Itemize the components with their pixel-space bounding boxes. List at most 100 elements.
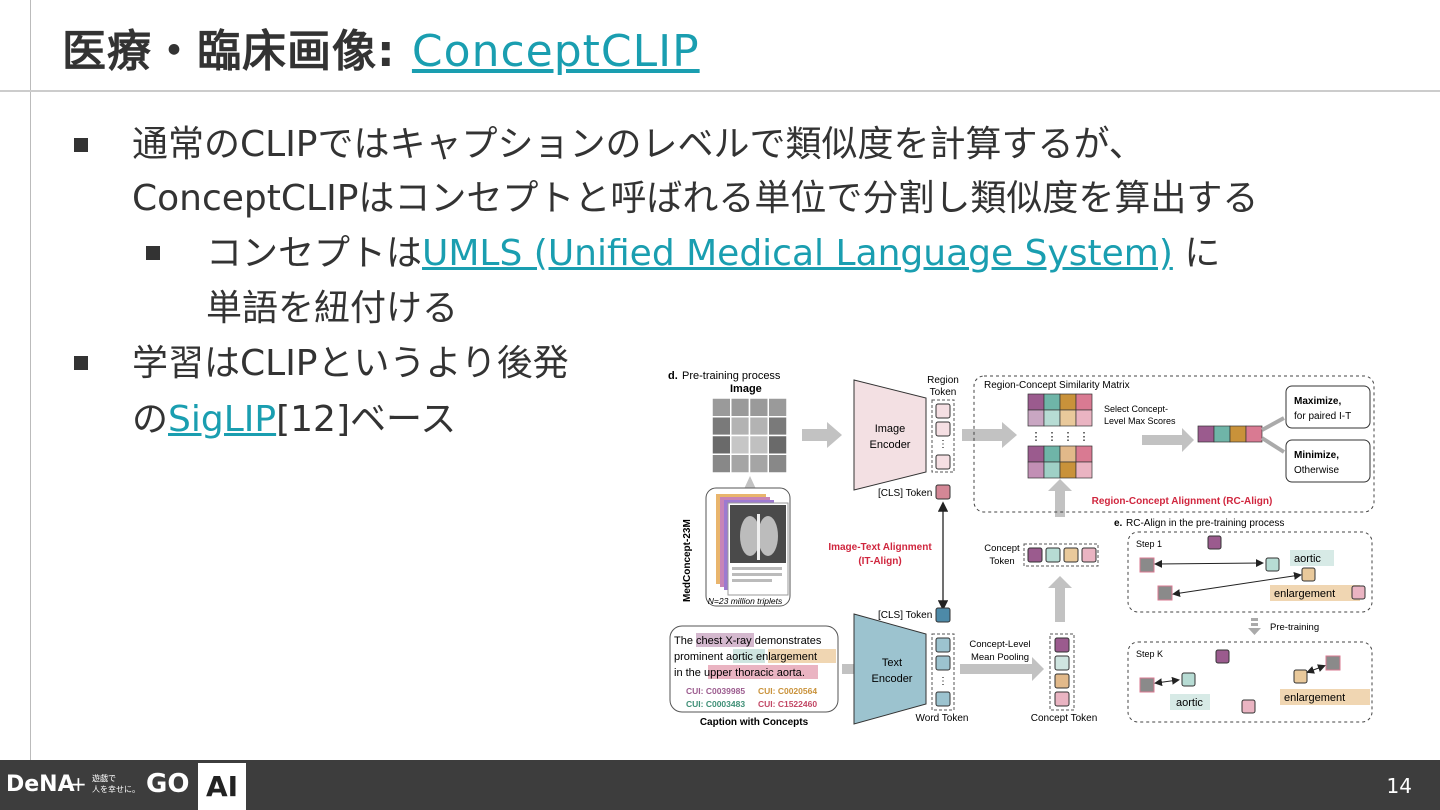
sub-bullet-suffix: に [1172,233,1221,274]
section-d-title: Pre-training process [682,370,781,382]
bullet-marker [74,138,88,152]
image-patch-grid [711,397,788,474]
section-d-label: d. [668,370,678,382]
page-number: 14 [1386,774,1412,798]
region-token [935,454,951,470]
dataset-image-stack [716,494,789,596]
concept-token-bottom-label: Concept Token [1031,713,1098,724]
triplets-label: N=23 million triplets [708,596,783,606]
image-encoder-block [853,379,927,491]
title-link-conceptclip[interactable]: ConceptCLIP [411,26,700,77]
region-point [1157,585,1173,601]
logo-plus: + [70,772,87,796]
section-e-title: RC-Align in the pre-training process [1126,518,1284,529]
svg-text:⋮: ⋮ [1031,431,1042,443]
image-encoder-label-2: Encoder [870,439,911,451]
bullet-marker [74,356,88,370]
region-point [1325,655,1341,671]
cui-2: CUI: C0020564 [758,686,817,696]
concept-token [1054,637,1070,653]
page-title: 医療・臨床画像: ConceptCLIP [62,12,700,82]
word-token-label: Word Token [916,713,969,724]
stepk-arrow-1 [1154,676,1180,687]
region-token-group [931,399,955,473]
bullet-3-prefix: の [132,399,169,440]
rc-align-box [973,375,1375,513]
left-vertical-rule [30,0,31,760]
svg-text:⋮: ⋮ [1063,431,1074,443]
siglip-link[interactable]: SigLIP [168,399,277,440]
image-label: Image [730,383,762,395]
concept-point [1181,672,1196,687]
select-text-1: Select Concept- [1104,404,1168,414]
step1-arrow-1 [1154,559,1264,568]
word-token [935,691,951,707]
text-encoder-block [853,613,927,725]
rc-align-label: Region-Concept Alignment (RC-Align) [1092,496,1273,507]
maximize-label: Maximize, [1294,396,1341,407]
svg-text:⋮: ⋮ [1047,431,1058,443]
sub-bullet-line-1: コンセプトはUMLS (Unified Medical Language Sys… [206,227,1220,281]
caption-line-3: in the upper thoracic aorta. [674,667,805,679]
region-point [1139,557,1155,573]
it-align-label-2: (IT-Align) [858,556,901,567]
cui-4: CUI: C1522460 [758,699,817,709]
stepk-arrow-2 [1306,664,1326,674]
enlargement-tag-2 [1280,689,1370,705]
arrow-to-maximize [1261,416,1285,432]
stepk-label: Step K [1136,649,1163,659]
concept-point [1351,585,1366,600]
concept-point [1293,669,1308,684]
step1-arrow-2 [1172,571,1302,598]
text-encoder-label-1: Text [882,657,902,669]
maximize-box [1285,385,1371,429]
concept-token [1081,547,1097,563]
tagline-logo: 遊戯で人を幸せに。 [92,774,140,794]
svg-text:⋮: ⋮ [1079,431,1090,443]
concept-token-left-label-2: Token [989,556,1014,567]
similarity-matrix [1027,393,1093,479]
enlargement-label-2: enlargement [1284,692,1345,704]
pretraining-label: Pre-training [1270,622,1319,633]
concept-point [1301,567,1316,582]
pretraining-arrow [1248,628,1261,635]
concept-token [1054,655,1070,671]
bullet-1-line-2: ConceptCLIPはコンセプトと呼ばれる単位で分割し類似度を算出する [132,178,1259,219]
step1-box [1127,531,1373,613]
highlight-enlargement [768,649,836,663]
region-token-label-2: Token [930,387,957,398]
cls-token-text [935,607,951,623]
concept-point [1265,557,1280,572]
pooling-label-2: Mean Pooling [971,652,1029,663]
concept-token [1027,547,1043,563]
region-point [1139,677,1155,693]
highlight-upper-thoracic-aorta [708,665,818,679]
concept-token [1045,547,1061,563]
pooling-label-1: Concept-Level [969,639,1030,650]
sub-bullet-marker [146,246,160,260]
concept-token [1054,691,1070,707]
conceptclip-diagram: d. Pre-training process Image Image Enco… [668,370,1375,728]
caption-line-2: prominent aortic enlargement [674,651,817,663]
image-encoder-label-1: Image [875,423,906,435]
dataset-name: MedConcept-23M [682,519,693,602]
selected-scores [1197,425,1263,443]
highlight-chest-xray [696,633,754,647]
svg-text:⋮: ⋮ [938,439,948,450]
aortic-tag-1 [1290,550,1334,566]
aortic-tag-2 [1170,694,1210,710]
rc-matrix-title: Region-Concept Similarity Matrix [984,380,1130,391]
dena-logo: DeNA [6,772,75,797]
enlargement-label-1: enlargement [1274,588,1335,600]
highlight-aortic [733,649,765,663]
word-token [935,637,951,653]
minimize-box [1285,439,1371,483]
umls-link[interactable]: UMLS (Unified Medical Language System) [422,233,1173,274]
cls-token-text-label: [CLS] Token [878,610,932,621]
conceptclip-figure: d. Pre-training process Image Image Enco… [662,364,1378,730]
concept-point [1215,649,1230,664]
aortic-label-2: aortic [1176,697,1203,709]
aortic-label-1: aortic [1294,553,1321,565]
cui-3: CUI: C0003483 [686,699,745,709]
it-align-label-1: Image-Text Alignment [828,542,932,553]
